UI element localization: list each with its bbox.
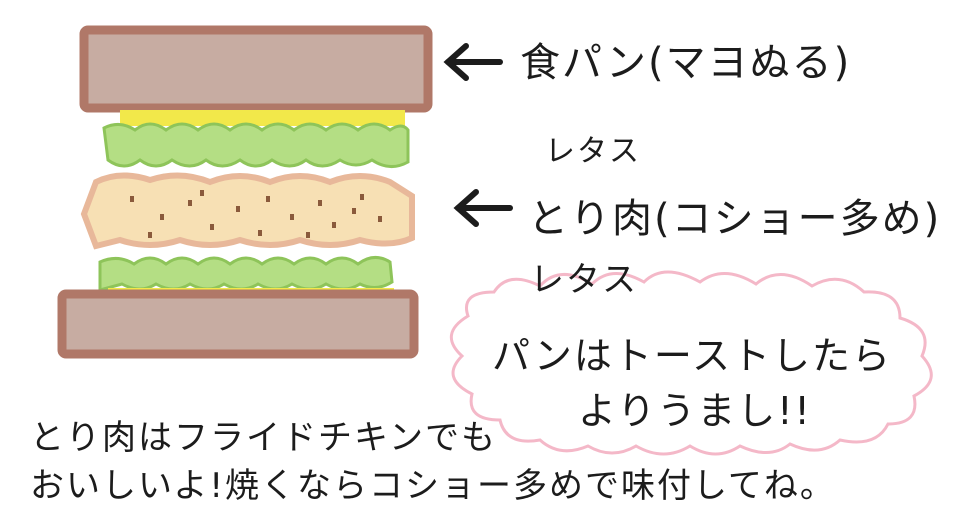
arrow-icon-bread [443, 43, 503, 81]
lettuce-bottom [98, 256, 394, 292]
arrow-icon-chicken [453, 189, 513, 227]
note-line2: おいしいよ!焼くならコショー多めで味付してね。 [30, 466, 836, 506]
label-lettuce-bottom: レタス [530, 260, 638, 300]
note-line1: とり肉はフライドチキンでも [30, 418, 497, 458]
chicken-slice [80, 172, 415, 250]
tip-bubble [450, 270, 933, 456]
bubble-text-line2: よりうまし!! [578, 389, 812, 433]
label-lettuce-top: レタス [545, 134, 641, 169]
lettuce-top [102, 122, 410, 168]
label-bread: 食パン(マヨぬる) [520, 40, 852, 86]
bubble-text-line1: パンはトーストしたら [492, 334, 893, 378]
bottom-bread [57, 289, 419, 359]
mayo-top [120, 110, 405, 126]
pepper-specks [130, 190, 382, 238]
top-bread [79, 25, 433, 113]
label-chicken: とり肉(コショー多め) [528, 196, 942, 242]
